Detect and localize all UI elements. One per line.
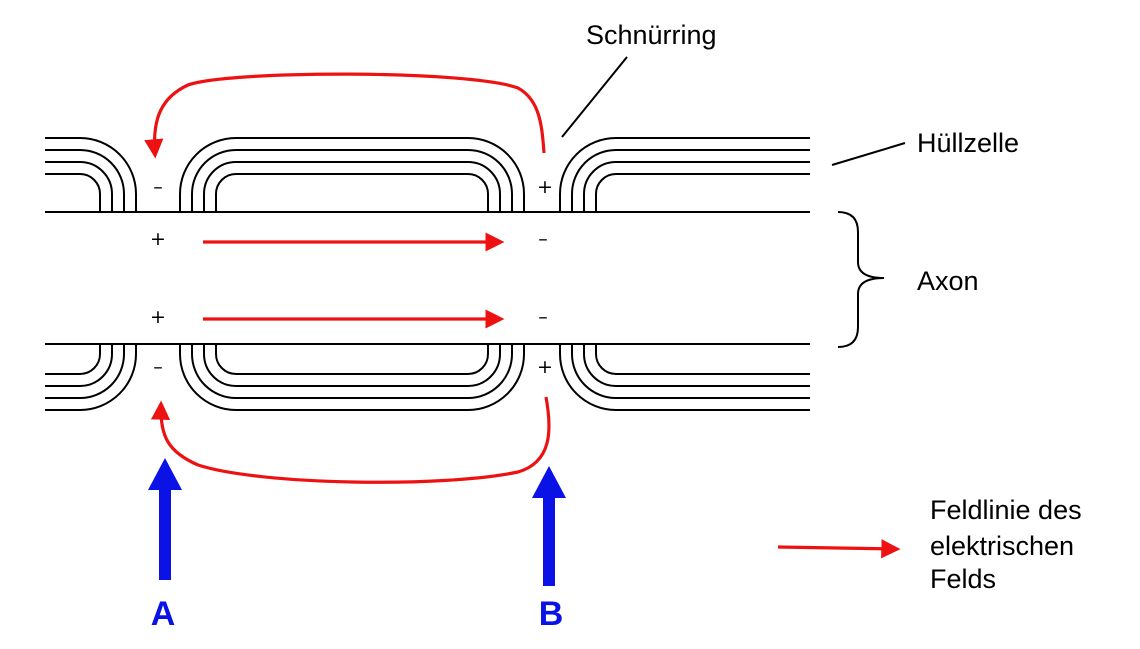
myelin-lower-middle — [179, 344, 525, 411]
legend-field-line-sample — [777, 539, 901, 559]
marker-b-label: B — [539, 595, 564, 633]
marker-b: B — [532, 466, 566, 633]
myelin-upper-middle — [179, 137, 525, 212]
sheath-label-pointer — [831, 142, 906, 166]
axon-brace — [837, 211, 885, 348]
legend-text-line-1: Feldlinie des — [930, 495, 1082, 525]
field-line-upper-outer — [144, 72, 546, 159]
myelin-upper-left — [45, 137, 137, 212]
myelin-lower-left — [45, 344, 137, 411]
marker-a-label: A — [151, 595, 176, 633]
myelin-lower-right — [559, 344, 810, 411]
marker-b-head — [532, 466, 566, 498]
charge-lower-inner-right: – — [538, 306, 548, 328]
legend-text-line-3: Felds — [930, 564, 996, 594]
sheath-label: Hüllzelle — [917, 128, 1019, 158]
field-line-lower-outer — [150, 396, 551, 484]
charge-lower-outer-left: – — [153, 356, 163, 378]
legend: Feldlinie des elektrischen Felds — [777, 495, 1082, 594]
node-label-pointer — [561, 56, 628, 138]
charge-lower-outer-right: + — [537, 356, 553, 378]
charge-upper-outer-left: – — [153, 176, 163, 198]
axon-label: Axon — [917, 266, 979, 296]
charge-upper-inner-right: – — [538, 228, 548, 250]
marker-a-head — [148, 458, 182, 490]
legend-text-line-2: elektrischen — [930, 531, 1074, 561]
marker-a: A — [148, 458, 182, 633]
myelin-upper-right — [559, 137, 810, 212]
charge-upper-inner-left: + — [150, 228, 166, 250]
node-label: Schnürring — [586, 20, 717, 50]
marker-a-shaft — [159, 488, 171, 580]
charge-lower-inner-left: + — [150, 306, 166, 328]
charge-upper-outer-right: + — [537, 176, 553, 198]
marker-b-shaft — [543, 496, 555, 586]
